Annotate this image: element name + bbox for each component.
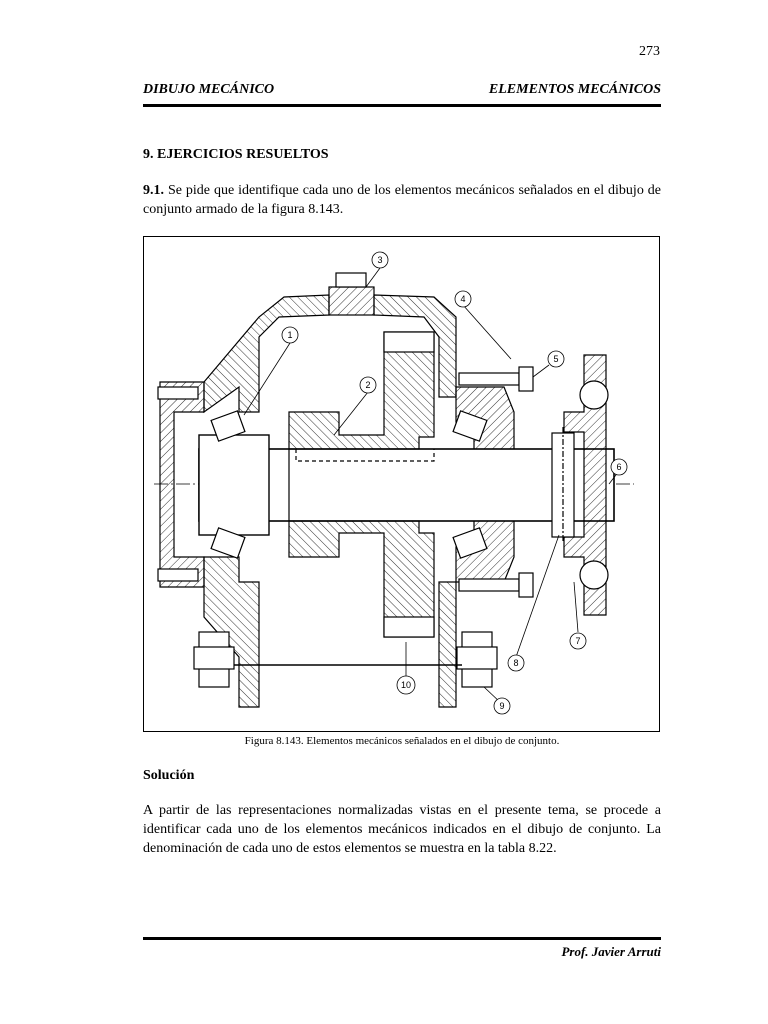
callout-8: 8: [507, 654, 525, 672]
callout-10: 10: [396, 675, 416, 695]
page-number: 273: [639, 44, 660, 59]
left-end-cap: [159, 381, 205, 588]
housing-upper-right: [373, 294, 457, 398]
svg-text:2: 2: [365, 380, 370, 390]
callout-4: 4: [454, 290, 472, 308]
section-heading: 9. EJERCICIOS RESUELTOS: [143, 147, 329, 162]
housing-lower-right: [438, 581, 457, 708]
footer-author: Prof. Javier Arruti: [561, 944, 661, 959]
svg-text:10: 10: [401, 680, 411, 690]
housing-lower-left: [203, 556, 260, 708]
oil-plug: [328, 286, 375, 316]
svg-text:7: 7: [575, 636, 580, 646]
callout-9: 9: [493, 697, 511, 715]
svg-text:1: 1: [287, 330, 292, 340]
svg-text:6: 6: [616, 462, 621, 472]
svg-text:4: 4: [460, 294, 465, 304]
callout-3: 3: [371, 251, 389, 269]
bearings: [210, 410, 488, 559]
assembly-drawing: 1 2 3 4 5 6 7 8 9 10: [154, 251, 634, 715]
left-screw-top: [157, 386, 199, 400]
figure-caption: Figura 8.143. Elementos mecánicos señala…: [244, 735, 560, 747]
lower-bolts: [193, 631, 498, 688]
callouts: 1 2 3 4 5 6 7 8 9 10: [281, 251, 628, 715]
svg-text:3: 3: [377, 255, 382, 265]
shaft-collar: [198, 434, 270, 536]
svg-text:5: 5: [553, 354, 558, 364]
flange-bolt-top: [579, 380, 609, 410]
svg-text:8: 8: [513, 658, 518, 668]
exercise-text: Se pide que identifique cada uno de los …: [143, 183, 661, 217]
left-screw-bottom: [157, 568, 199, 582]
callout-1: 1: [281, 326, 299, 344]
callout-7: 7: [569, 632, 587, 650]
svg-text:9: 9: [499, 701, 504, 711]
footer-rule: [143, 937, 661, 940]
header-left-title: DIBUJO MECÁNICO: [143, 82, 275, 97]
housing-upper-left: [203, 294, 330, 414]
assembly-drawing-figure: 1 2 3 4 5 6 7 8 9 10: [143, 236, 660, 732]
exercise-number: 9.1.: [143, 183, 164, 198]
solution-paragraph: A partir de las representaciones normali…: [143, 803, 661, 856]
exercise-paragraph: 9.1. Se pide que identifique cada uno de…: [143, 181, 661, 219]
callout-2: 2: [359, 376, 377, 394]
solution-heading: Solución: [143, 768, 195, 783]
running-header: DIBUJO MECÁNICO ELEMENTOS MECÁNICOS: [143, 82, 661, 107]
callout-6: 6: [610, 458, 628, 476]
flange-bolt-bottom: [579, 560, 609, 590]
header-right-title: ELEMENTOS MECÁNICOS: [488, 82, 661, 97]
callout-5: 5: [547, 350, 565, 368]
housing-bolts: [458, 366, 534, 598]
